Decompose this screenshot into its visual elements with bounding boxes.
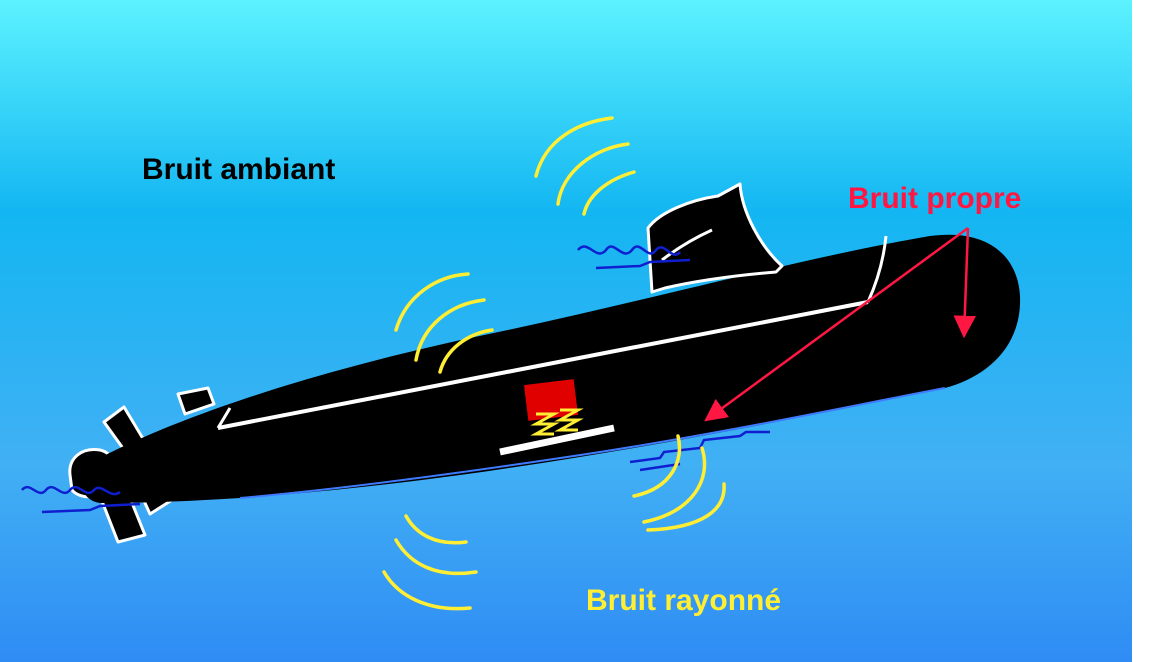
lower-arc-1 <box>632 434 682 498</box>
own-noise-arrow-hull <box>704 226 969 422</box>
mid-arc-inner <box>438 328 494 374</box>
hull-bottom-edge <box>239 387 946 499</box>
stern-arc-3 <box>382 570 472 611</box>
sail-arc-mid <box>556 142 630 206</box>
mid-arc-mid <box>414 298 486 362</box>
own-noise-arrows <box>704 226 976 422</box>
mid-arc-outer <box>394 272 470 332</box>
sail-arc-outer <box>534 116 614 178</box>
sail-arc-inner <box>582 170 636 216</box>
mounting-plate <box>499 424 615 456</box>
conning-tower <box>646 182 784 294</box>
radiated-noise-arcs <box>382 116 726 611</box>
stern-arc-1 <box>404 514 468 545</box>
vibration-springs <box>530 408 584 436</box>
stern-deck-line <box>216 407 232 429</box>
bow-section-line <box>866 235 888 303</box>
own-noise-label: Bruit propre <box>848 182 1022 215</box>
own-noise-arrow-sonar <box>953 227 976 339</box>
stern-arc-2 <box>394 538 478 576</box>
submarine-hull <box>81 234 1021 503</box>
lower-arc-3 <box>646 482 726 532</box>
radiated-noise-label: Bruit rayonné <box>586 584 782 617</box>
lower-arc-2 <box>642 446 707 524</box>
deck-line <box>217 300 869 430</box>
flow-noise-waves <box>21 245 770 514</box>
ambient-noise-label: Bruit ambiant <box>142 153 336 186</box>
